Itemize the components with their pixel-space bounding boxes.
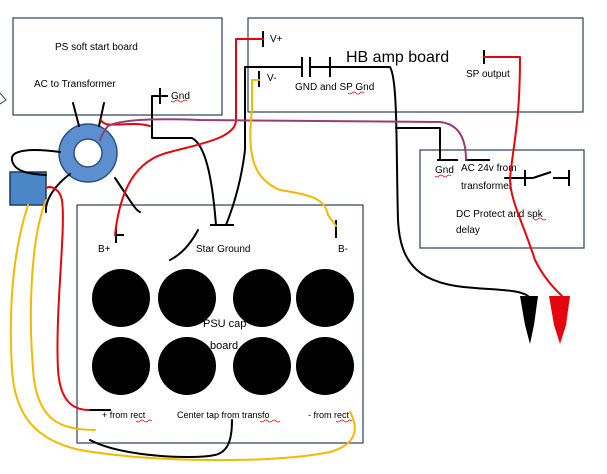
ac-to-transformer-label: AC to Transformer bbox=[34, 79, 116, 90]
soft-start-gnd-label: Gnd bbox=[171, 91, 190, 102]
capacitor-icon bbox=[92, 269, 150, 327]
toroid-transformer-icon bbox=[58, 123, 118, 183]
plus-from-rect-label: + from rect bbox=[102, 410, 146, 420]
star-ground-label: Star Ground bbox=[196, 244, 250, 255]
capacitor-icon bbox=[158, 337, 216, 395]
capacitor-icon bbox=[233, 269, 291, 327]
gnd-sp-gnd-label: GND and SP Gnd bbox=[295, 82, 374, 93]
vminus-label: V- bbox=[267, 73, 276, 84]
vplus-label: V+ bbox=[270, 34, 283, 45]
ps-soft-start-board: PS soft start board AC to Transformer Gn… bbox=[12, 17, 223, 116]
capacitor-icon bbox=[158, 269, 216, 327]
dc-protect-ac-label-2: transformer bbox=[461, 181, 513, 192]
capacitor-bank bbox=[92, 269, 354, 395]
dc-protect-title-2: delay bbox=[456, 225, 480, 236]
capacitor-icon bbox=[92, 337, 150, 395]
amp-board-title: HB amp board bbox=[346, 49, 449, 66]
dc-protect-title-1: DC Protect and spk bbox=[456, 209, 544, 220]
bminus-label: B- bbox=[338, 244, 348, 255]
dc-protect-ac-label-1: AC 24v from bbox=[461, 163, 517, 174]
ps-soft-start-title: PS soft start board bbox=[55, 42, 138, 53]
wiring bbox=[9, 38, 563, 462]
banana-plug-icon bbox=[549, 296, 570, 344]
dc-protect-board: Gnd AC 24v from transformer DC Protect a… bbox=[419, 149, 585, 249]
capacitor-icon bbox=[233, 337, 291, 395]
cursor-icon bbox=[0, 92, 7, 105]
psu-cap-board: B+ Star Ground B- PSU cap board + from r… bbox=[76, 204, 364, 444]
psu-cap-title-1: PSU cap bbox=[203, 318, 246, 330]
sp-output-label: SP output bbox=[466, 69, 510, 80]
hb-amp-board: HB amp board V+ V- GND and SP Gnd SP out… bbox=[247, 17, 584, 113]
bridge-rectifier-icon bbox=[9, 171, 47, 206]
capacitor-icon bbox=[296, 269, 354, 327]
minus-from-rect-label: - from rect bbox=[308, 410, 350, 420]
dc-protect-gnd-label: Gnd bbox=[435, 165, 454, 176]
center-tap-label: Center tap from transfo bbox=[177, 410, 270, 420]
banana-plug-icon bbox=[520, 296, 538, 344]
bplus-label: B+ bbox=[98, 244, 111, 255]
capacitor-icon bbox=[296, 337, 354, 395]
psu-cap-title-2: board bbox=[210, 340, 238, 352]
